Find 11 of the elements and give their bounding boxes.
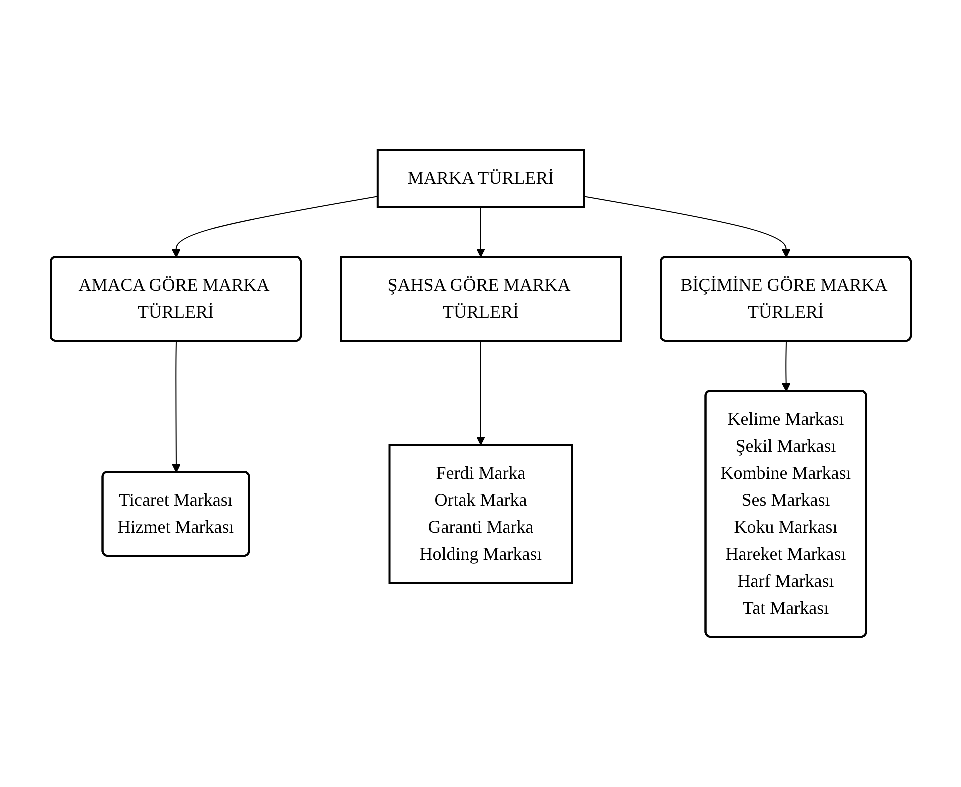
arrow (476, 340, 485, 446)
arrow (583, 196, 790, 258)
arrow (171, 196, 378, 258)
arrow (476, 206, 485, 258)
arrow (781, 341, 790, 392)
arrow (172, 341, 180, 473)
node-box: MARKA TÜRLERİ (376, 149, 585, 208)
node-text: BİÇİMİNE GÖRE MARKA TÜRLERİ (680, 275, 886, 322)
node-text: AMACA GÖRE MARKA TÜRLERİ (78, 275, 268, 322)
node-box: ŞAHSA GÖRE MARKA TÜRLERİ (340, 256, 622, 342)
node-box: Ferdi Marka Ortak Marka Garanti Marka Holding Markası (388, 444, 573, 584)
